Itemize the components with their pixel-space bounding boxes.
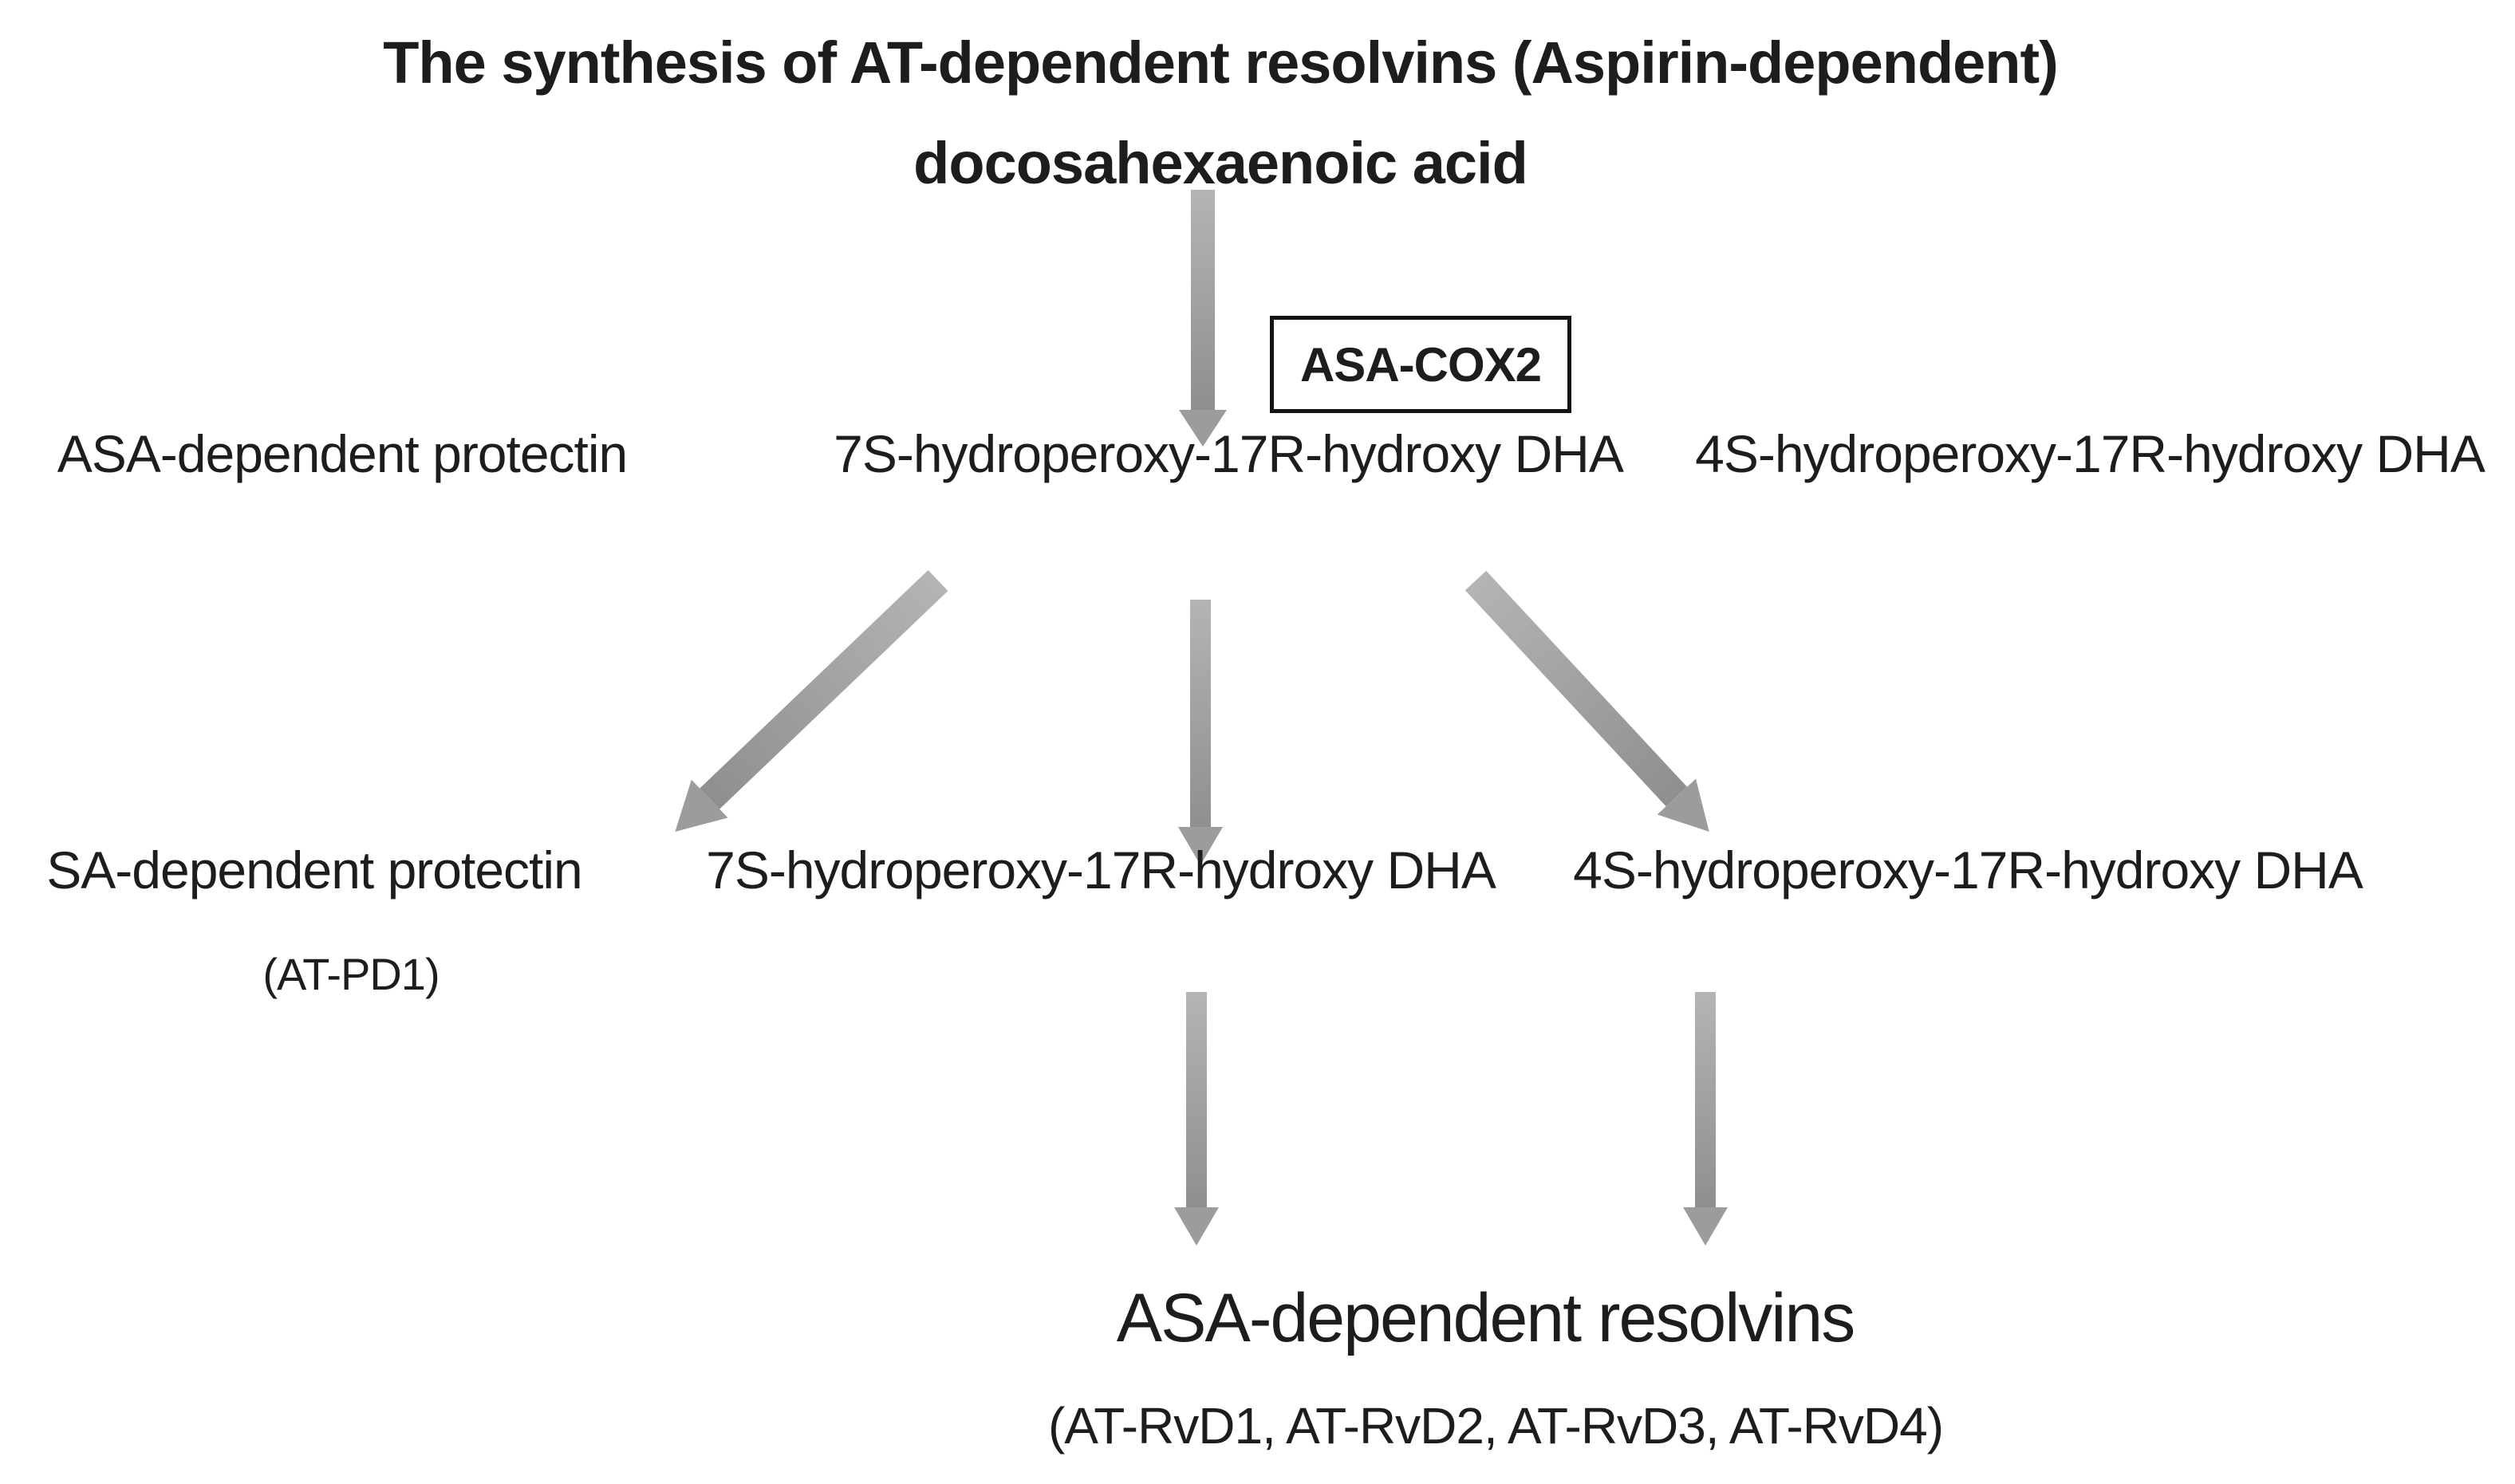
arrow-shaft [1190, 600, 1211, 827]
node-row1-asa-dependent-protectin: ASA-dependent protectin [57, 424, 629, 483]
arrow-shaft [1464, 570, 1688, 807]
arrow-shaft [700, 569, 948, 809]
asa-cox2-box: ASA-COX2 [1270, 316, 1571, 413]
arrow-head [1683, 1207, 1728, 1246]
node-row2-4s-hydroperoxy: 4S-hydroperoxy-17R-hydroxy DHA [1573, 840, 2363, 899]
node-resolvin-list: (AT-RvD1, AT-RvD2, AT-RvD3, AT-RvD4) [1047, 1397, 1944, 1454]
arrow-shaft [1191, 190, 1215, 410]
node-row1-4s-hydroperoxy: 4S-hydroperoxy-17R-hydroxy DHA [1695, 424, 2485, 483]
title-line2: docosahexaenoic acid [913, 129, 1528, 196]
arrow-7s-to-4s-row2 [1464, 570, 1729, 850]
node-at-pd1: (AT-PD1) [262, 949, 440, 999]
node-row1-7s-hydroperoxy: 7S-hydroperoxy-17R-hydroxy DHA [834, 424, 1624, 483]
node-asa-dependent-resolvins: ASA-dependent resolvins [1116, 1280, 1855, 1356]
arrow-shaft [1186, 992, 1207, 1207]
arrow-7s-to-at-pd1 [656, 569, 948, 851]
node-row2-sa-dependent-protectin: SA-dependent protectin [46, 840, 582, 899]
asa-cox2-label: ASA-COX2 [1299, 337, 1542, 392]
arrow-shaft [1695, 992, 1716, 1207]
node-row2-7s-hydroperoxy: 7S-hydroperoxy-17R-hydroxy DHA [706, 840, 1496, 899]
title-line1: The synthesis of AT-dependent resolvins … [383, 30, 2059, 96]
arrow-head [1174, 1207, 1219, 1246]
diagram-title: The synthesis of AT-dependent resolvins … [383, 13, 2059, 214]
